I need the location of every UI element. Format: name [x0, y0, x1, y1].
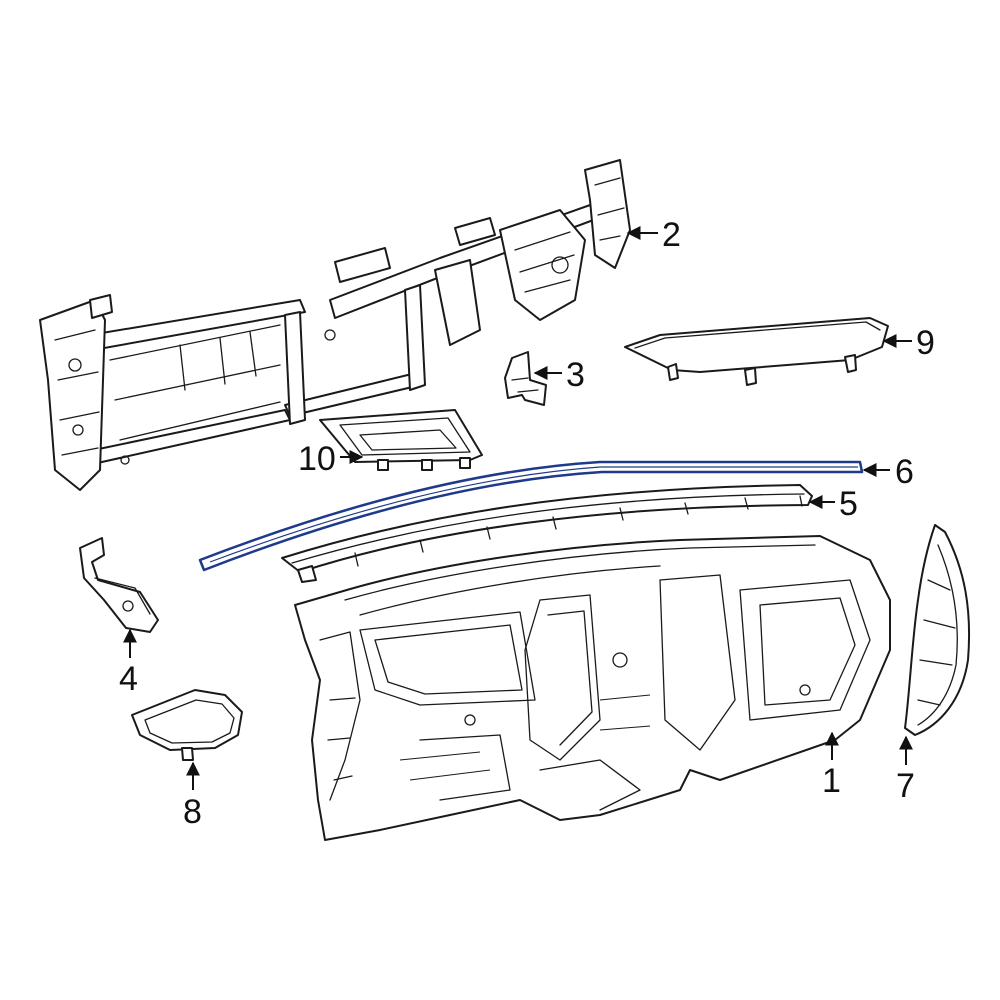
part-10-bezel: [319, 409, 483, 471]
callout-10: 10: [298, 440, 336, 478]
part-3-bracket: [504, 351, 547, 406]
callout-2: 2: [662, 216, 681, 254]
part-2-crossmember-frame: [39, 159, 631, 491]
callout-4: 4: [119, 660, 138, 698]
callout-9: 9: [916, 324, 935, 362]
part-9-cover-panel: [624, 317, 889, 386]
part-4-bracket: [79, 537, 159, 633]
part-6-seal-strip: [198, 460, 864, 572]
callout-3: 3: [566, 356, 585, 394]
callout-leaders: [123, 226, 913, 790]
callout-6: 6: [895, 453, 914, 491]
callout-5: 5: [839, 485, 858, 523]
callout-7: 7: [896, 767, 915, 805]
callout-8: 8: [183, 793, 202, 831]
callout-1: 1: [822, 762, 841, 800]
part-7-end-panel: [904, 524, 971, 736]
part-8-cover: [131, 689, 243, 761]
part-1-instrument-panel: [294, 535, 891, 841]
callout-labels: 1 2 3 4 5 6 7 8 9 10: [119, 216, 935, 831]
